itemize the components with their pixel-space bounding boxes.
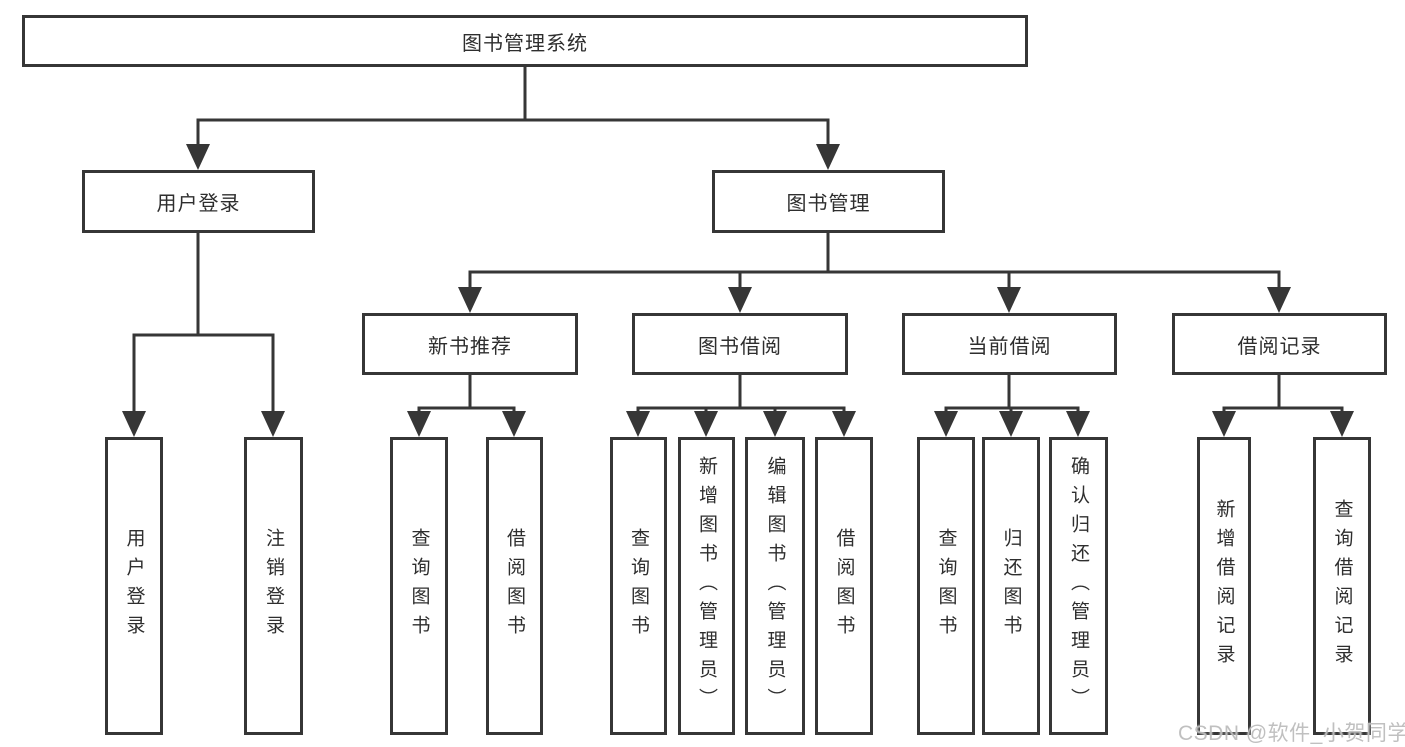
leaf-add-borrow-record: 新增借阅记录 <box>1197 437 1251 735</box>
node-root-library-system: 图书管理系统 <box>22 15 1028 67</box>
node-label: 借阅记录 <box>1237 335 1322 358</box>
csdn-watermark: CSDN @软件_小贺同学 <box>1178 722 1405 745</box>
node-book-management: 图书管理 <box>712 170 945 233</box>
node-label: 新增图书（管理员） <box>696 455 717 717</box>
leaf-query-books-1: 查询图书 <box>390 437 448 735</box>
leaf-borrow-books-1: 借阅图书 <box>486 437 543 735</box>
node-new-book-recommend: 新书推荐 <box>362 313 578 375</box>
leaf-query-books-3: 查询图书 <box>917 437 975 735</box>
node-current-borrow: 当前借阅 <box>902 313 1117 375</box>
node-user-login: 用户登录 <box>82 170 315 233</box>
node-label: 用户登录 <box>156 193 241 215</box>
node-label: 借阅图书 <box>504 528 525 644</box>
node-label: 编辑图书（管理员） <box>764 455 786 717</box>
node-label: 新增借阅记录 <box>1213 499 1235 673</box>
leaf-borrow-books-2: 借阅图书 <box>815 437 873 735</box>
leaf-query-borrow-record: 查询借阅记录 <box>1313 437 1371 735</box>
node-label: 查询图书 <box>628 528 649 644</box>
node-label: 查询图书 <box>935 528 957 644</box>
node-label: 图书管理系统 <box>462 32 588 55</box>
node-label: 新书推荐 <box>428 335 512 358</box>
leaf-confirm-return-admin: 确认归还（管理员） <box>1049 437 1108 735</box>
node-label: 注销登录 <box>263 528 284 644</box>
node-label: 借阅图书 <box>833 528 855 644</box>
node-label: 用户登录 <box>123 528 145 644</box>
node-label: 查询图书 <box>408 528 430 644</box>
node-label: 当前借阅 <box>967 335 1052 358</box>
node-borrow-record: 借阅记录 <box>1172 313 1387 375</box>
leaf-user-login: 用户登录 <box>105 437 163 735</box>
node-label: 图书管理 <box>786 193 871 215</box>
leaf-logout: 注销登录 <box>244 437 303 735</box>
leaf-query-books-2: 查询图书 <box>610 437 667 735</box>
leaf-add-books-admin: 新增图书（管理员） <box>678 437 735 735</box>
node-label: 确认归还（管理员） <box>1068 455 1089 717</box>
leaf-edit-books-admin: 编辑图书（管理员） <box>745 437 805 735</box>
node-label: 图书借阅 <box>698 335 782 358</box>
node-book-borrow: 图书借阅 <box>632 313 848 375</box>
leaf-return-books: 归还图书 <box>982 437 1040 735</box>
arrowheads <box>122 144 1354 437</box>
node-label: 查询借阅记录 <box>1331 499 1353 673</box>
node-label: 归还图书 <box>1000 528 1022 644</box>
